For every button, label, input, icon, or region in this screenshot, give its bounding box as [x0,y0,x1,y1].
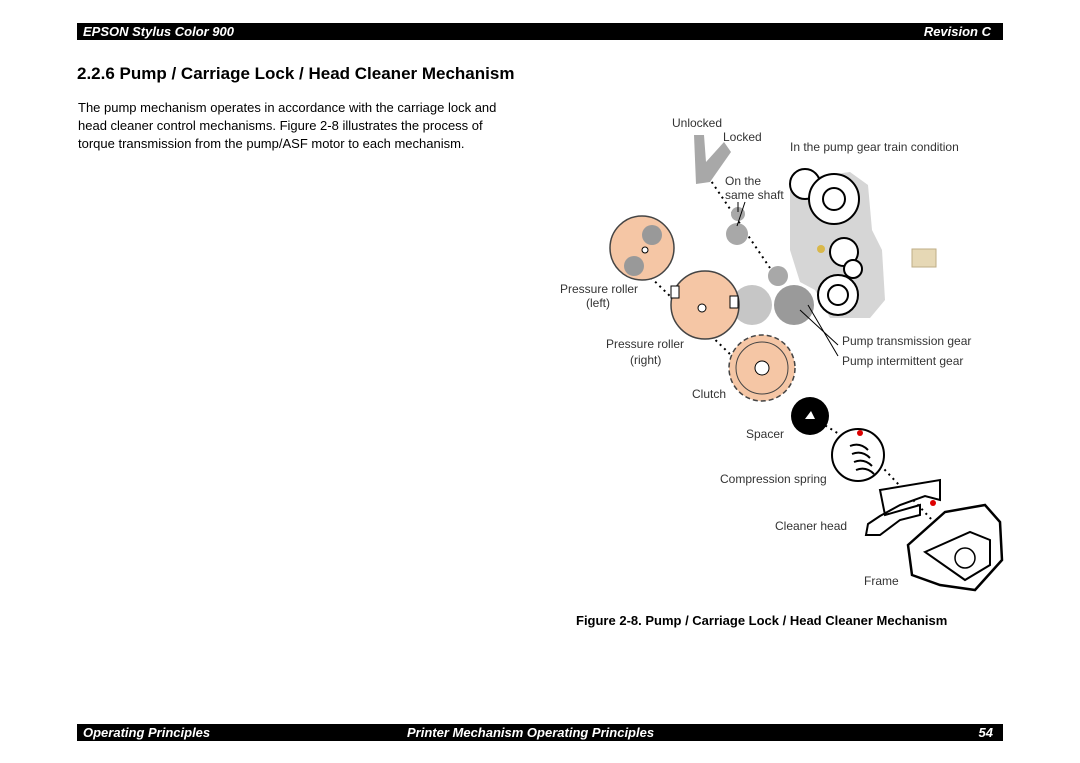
label-locked: Locked [723,130,762,144]
label-frame: Frame [864,574,899,588]
cleaner-head [864,478,941,536]
label-on-the: On the [725,174,761,188]
motor-connector [911,248,937,268]
footer-section: Printer Mechanism Operating Principles [407,725,655,740]
label-pump-transmission-gear: Pump transmission gear [842,334,971,348]
carriage-lock-lever [694,135,731,184]
body-paragraph: The pump mechanism operates in accordanc… [78,100,497,151]
label-spacer: Spacer [746,427,784,441]
gear-train [789,168,863,316]
leader-lines [736,201,839,357]
figure-caption: Figure 2-8. Pump / Carriage Lock / Head … [576,613,948,628]
label-unlocked: Unlocked [672,116,722,130]
header-title: EPSON Stylus Color 900 [83,24,234,39]
page-number: 54 [978,725,993,740]
gear-train-pin [817,245,825,253]
small-gear-1 [731,207,745,221]
label-pump-gear-train: In the pump gear train condition [790,140,959,154]
section-title: 2.2.6 Pump / Carriage Lock / Head Cleane… [77,64,515,83]
header-revision: Revision C [923,24,991,39]
label-pressure-roller-right-1: Pressure roller [606,337,684,351]
pressure-roller-right [670,270,740,340]
mechanism-diagram: Unlocked Locked In the pump gear train c… [560,116,1004,592]
small-gear-3 [768,266,788,286]
pressure-roller-left [609,215,675,281]
pump-intermittent-gear [774,285,814,325]
pump-transmission-gear [732,285,772,325]
footer-bar: Operating Principles Printer Mechanism O… [77,724,1003,741]
label-compression-spring: Compression spring [720,472,827,486]
small-gear-2 [726,223,748,245]
label-pressure-roller-left-1: Pressure roller [560,282,638,296]
label-pump-intermittent-gear: Pump intermittent gear [842,354,963,368]
shaft-lines [611,171,966,556]
label-cleaner-head: Cleaner head [775,519,847,533]
label-clutch: Clutch [692,387,726,401]
header-bar: EPSON Stylus Color 900 Revision C [77,23,1003,40]
label-same-shaft: same shaft [725,188,784,202]
label-pressure-roller-left-2: (left) [586,296,610,310]
frame [906,503,1004,592]
compression-spring [831,428,885,482]
label-pressure-roller-right-2: (right) [630,353,661,367]
footer-chapter: Operating Principles [83,725,211,740]
clutch-gear [728,334,796,402]
